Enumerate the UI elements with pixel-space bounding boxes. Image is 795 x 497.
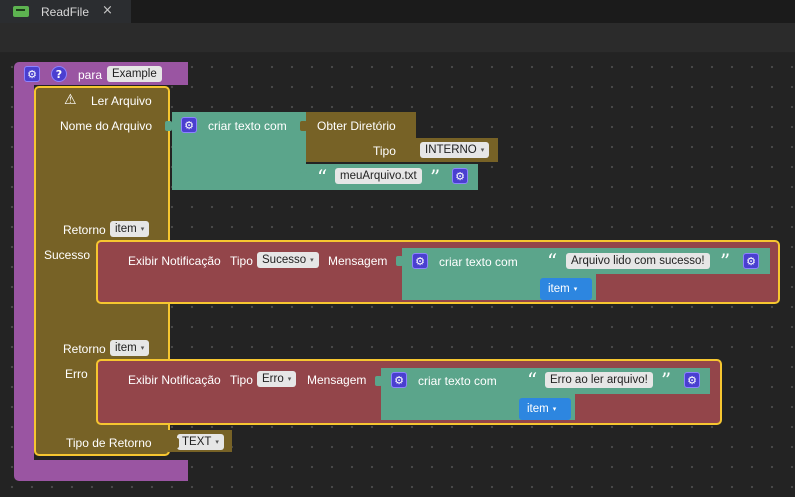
join-3-label: criar texto com: [418, 374, 497, 388]
success-label: Sucesso: [44, 248, 91, 262]
chevron-down-icon: ▾: [552, 406, 557, 413]
notify-error-type-dropdown[interactable]: Erro▾: [257, 371, 297, 387]
chevron-down-icon: ▾: [287, 376, 292, 383]
join-3-gear-icon[interactable]: ⚙: [391, 372, 407, 388]
input-notch: [396, 256, 403, 266]
join-1-label: criar texto com: [208, 119, 287, 133]
chevron-down-icon: ▾: [140, 226, 145, 233]
return-type-dropdown[interactable]: TEXT▾: [177, 434, 224, 450]
variable-2-dropdown[interactable]: item▾: [524, 401, 560, 417]
notify-success-type-label: Tipo: [230, 254, 253, 268]
blocks-file-icon: [13, 6, 29, 17]
tab-bar: ReadFile ×: [0, 0, 795, 23]
procedure-help-icon[interactable]: ?: [51, 66, 67, 82]
join-2-label: criar texto com: [439, 255, 518, 269]
text-file-name[interactable]: meuArquivo.txt: [335, 168, 422, 184]
input-notch: [300, 121, 307, 131]
procedure-block-bottom: [14, 460, 188, 481]
warning-icon[interactable]: ⚠: [64, 91, 77, 107]
chevron-down-icon: ▾: [310, 257, 314, 264]
text-success-message[interactable]: Arquivo lido com sucesso!: [566, 253, 710, 269]
tab-title: ReadFile: [41, 4, 90, 19]
text-1-gear-icon[interactable]: ⚙: [452, 168, 468, 184]
text-error-message[interactable]: Erro ao ler arquivo!: [545, 372, 653, 388]
text-3-gear-icon[interactable]: ⚙: [684, 372, 700, 388]
tab-readfile[interactable]: ReadFile ×: [0, 0, 131, 23]
notify-error-message-label: Mensagem: [307, 373, 367, 387]
input-notch: [172, 438, 179, 448]
notify-error-label: Exibir Notificação: [128, 373, 221, 387]
notify-success-label: Exibir Notificação: [128, 254, 221, 268]
procedure-keyword: para: [78, 68, 103, 82]
join-1-gear-icon[interactable]: ⚙: [181, 117, 197, 133]
open-quote-icon: “: [317, 165, 328, 189]
return-type-label: Tipo de Retorno: [66, 436, 152, 450]
blocks-workspace[interactable]: ⚙ ? para Example ⚠ Ler Arquivo Nome do A…: [0, 53, 795, 497]
input-notch: [165, 121, 172, 131]
return-var-dropdown-error[interactable]: item▾: [110, 340, 150, 356]
notify-success-message-label: Mensagem: [328, 254, 388, 268]
procedure-gear-icon[interactable]: ⚙: [24, 66, 40, 82]
chevron-down-icon: ▾: [573, 286, 578, 293]
chevron-down-icon: ▾: [140, 345, 145, 352]
close-quote-icon: ”: [661, 368, 672, 392]
get-directory-type-label: Tipo: [373, 144, 396, 158]
read-file-title: Ler Arquivo: [91, 94, 152, 108]
return-var-dropdown-success[interactable]: item▾: [110, 221, 150, 237]
error-label: Erro: [65, 367, 88, 381]
variable-1-dropdown[interactable]: item▾: [545, 281, 581, 297]
open-quote-icon: “: [547, 249, 558, 273]
chevron-down-icon: ▾: [215, 439, 219, 446]
open-quote-icon: “: [527, 368, 538, 392]
input-notch: [410, 146, 417, 156]
close-tab-icon[interactable]: ×: [102, 3, 113, 18]
input-notch: [300, 172, 307, 182]
get-directory-label: Obter Diretório: [317, 119, 396, 133]
notify-success-type-dropdown[interactable]: Sucesso▾: [257, 252, 319, 268]
close-quote-icon: ”: [430, 165, 441, 189]
file-name-label: Nome do Arquivo: [60, 119, 153, 133]
get-directory-block[interactable]: [306, 112, 416, 162]
join-2-gear-icon[interactable]: ⚙: [412, 253, 428, 269]
input-notch: [375, 376, 382, 386]
return-label-error: Retorno: [63, 342, 106, 356]
procedure-name-field[interactable]: Example: [107, 66, 162, 82]
close-quote-icon: ”: [720, 249, 731, 273]
directory-type-dropdown[interactable]: INTERNO▾: [420, 142, 490, 158]
return-label-success: Retorno: [63, 223, 106, 237]
chevron-down-icon: ▾: [480, 147, 485, 154]
toolbar: [0, 23, 795, 53]
notify-error-type-label: Tipo: [230, 373, 253, 387]
text-2-gear-icon[interactable]: ⚙: [743, 253, 759, 269]
procedure-block-left-arm: [14, 83, 34, 463]
